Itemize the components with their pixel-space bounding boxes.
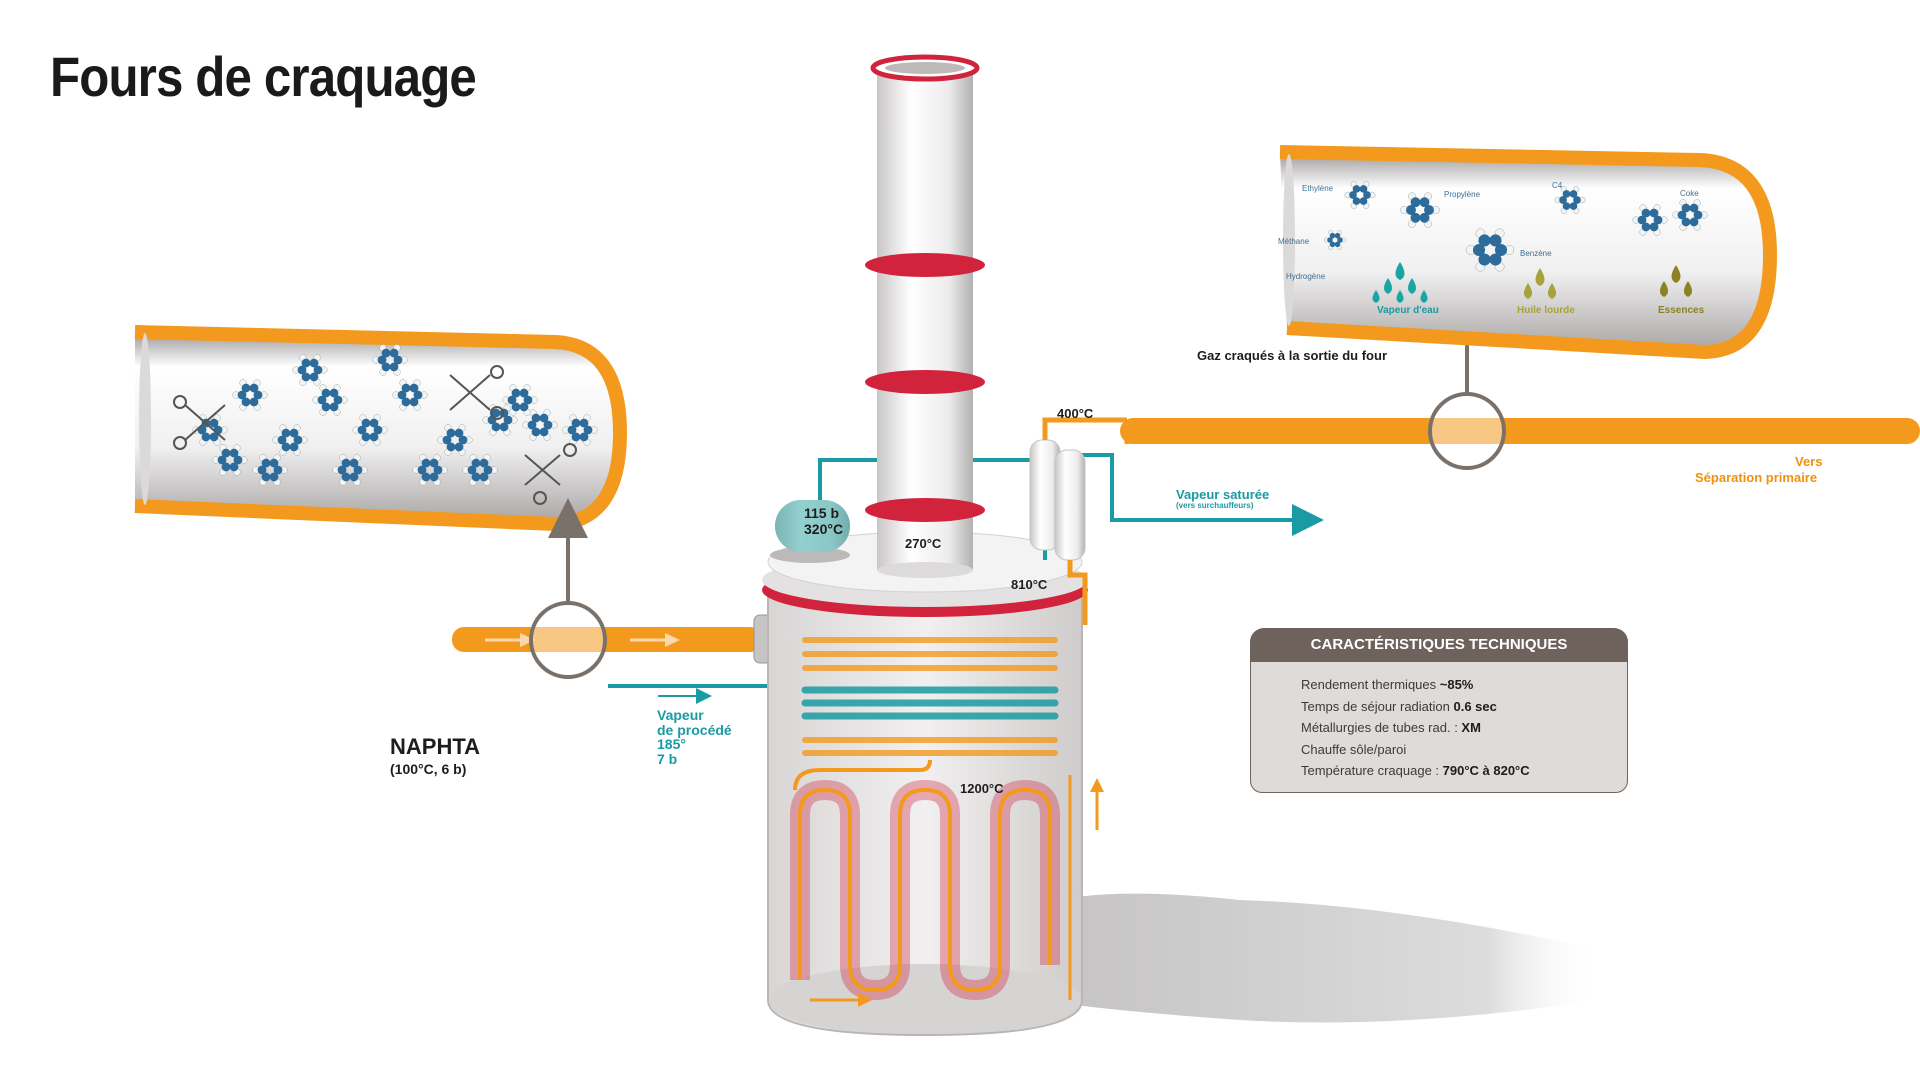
saturated-steam-sub: (vers surchauffeurs) xyxy=(1176,501,1254,510)
product-label: Huile lourde xyxy=(1517,305,1575,316)
molecule-label: Méthane xyxy=(1278,237,1310,246)
cracked-gas-molecules xyxy=(1323,181,1708,272)
molecule-icon xyxy=(522,409,558,441)
molecule-icon xyxy=(502,384,538,416)
molecule-icon xyxy=(1400,192,1440,228)
specs-row: Rendement thermiques ~85% xyxy=(1301,677,1474,692)
molecule-icon xyxy=(1344,181,1376,209)
flow-arrow-head xyxy=(1090,778,1104,792)
specs-row: Température craquage : 790°C à 820°C xyxy=(1301,763,1530,778)
specs-row: Métallurgies de tubes rad. : XM xyxy=(1301,720,1481,735)
drum-pressure: 115 b xyxy=(804,505,840,521)
destination-line1: Vers xyxy=(1795,454,1823,469)
page-title: Fours de craquage xyxy=(50,45,477,108)
process-steam-line1: Vapeur xyxy=(657,707,704,723)
scissors-icon xyxy=(449,365,504,420)
drum-temperature: 320°C xyxy=(804,521,844,537)
naphtha-molecules xyxy=(192,344,598,486)
specs-row: Temps de séjour radiation 0.6 sec xyxy=(1301,698,1497,714)
droplet-icon xyxy=(1660,265,1692,297)
molecule-icon xyxy=(462,454,498,486)
product-label: Essences xyxy=(1658,305,1705,316)
molecule-icon xyxy=(1465,228,1515,272)
transfer-line-exchangers xyxy=(1029,417,1127,625)
molecule-icon xyxy=(232,379,268,411)
radiant-temperature: 1200°C xyxy=(960,781,1004,796)
product-label: Vapeur d'eau xyxy=(1377,305,1439,316)
cracked-gas-caption: Gaz craqués à la sortie du four xyxy=(1197,348,1387,363)
scissors-icon xyxy=(173,395,226,450)
molecule-icon xyxy=(372,344,408,376)
scissors-icon xyxy=(524,443,577,505)
molecule-icon xyxy=(292,354,328,386)
process-steam-line3: 185° xyxy=(657,736,686,753)
molecule-label: C4 xyxy=(1552,181,1563,190)
naphtha-feed-pipe xyxy=(452,614,773,664)
ground-shadow xyxy=(1040,893,1600,1023)
molecule-icon xyxy=(1554,186,1586,214)
cracked-gas-outlet-pipe xyxy=(1120,418,1920,444)
molecule-icon xyxy=(1323,230,1347,250)
molecule-icon xyxy=(437,424,473,456)
molecule-icon xyxy=(272,424,308,456)
saturated-steam-line xyxy=(1075,453,1324,536)
molecule-icon xyxy=(312,384,348,416)
flow-arrow-head xyxy=(858,993,872,1007)
molecule-icon xyxy=(1632,204,1668,236)
chimney xyxy=(865,54,985,578)
molecule-icon xyxy=(1672,199,1708,231)
cracked-gas-magnified-pipe xyxy=(1279,145,1778,360)
molecule-icon xyxy=(332,454,368,486)
stack-temperature: 270°C xyxy=(905,536,942,551)
steam-drum xyxy=(770,500,850,563)
molecule-label: Ethylène xyxy=(1302,184,1334,193)
feed-name: NAPHTA xyxy=(390,734,481,759)
molecule-label: Coke xyxy=(1680,189,1699,198)
transfer-line-temperature: 810°C xyxy=(1011,577,1048,592)
specs-title: CARACTÉRISTIQUES TECHNIQUES xyxy=(1250,628,1628,662)
feed-conditions: (100°C, 6 b) xyxy=(390,761,467,777)
molecule-icon xyxy=(352,414,388,446)
molecule-icon xyxy=(412,454,448,486)
technical-specs-panel: CARACTÉRISTIQUES TECHNIQUES Rendement th… xyxy=(1250,628,1628,794)
saturated-steam-label: Vapeur saturée xyxy=(1176,487,1270,502)
molecule-label: Hydrogène xyxy=(1286,272,1326,281)
outlet-temperature: 400°C xyxy=(1057,406,1094,421)
molecule-icon xyxy=(482,404,518,436)
specs-list: Rendement thermiques ~85% Temps de séjou… xyxy=(1251,662,1627,782)
specs-body: Rendement thermiques ~85% Temps de séjou… xyxy=(1250,662,1628,793)
droplet-icon xyxy=(1372,262,1428,303)
molecule-icon xyxy=(212,444,248,476)
magnifier-icon xyxy=(529,498,607,679)
process-steam-line2: de procédé xyxy=(657,721,732,738)
destination-line2: Séparation primaire xyxy=(1695,470,1818,485)
process-steam-label: Vapeur de procédé 185° 7 b xyxy=(657,708,732,767)
process-steam-line4: 7 b xyxy=(657,751,678,768)
convection-coils xyxy=(801,637,1059,756)
molecule-label: Benzène xyxy=(1520,249,1552,258)
droplet-icon xyxy=(1524,268,1556,299)
molecule-label: Propylène xyxy=(1444,190,1481,199)
specs-row: Chauffe sôle/paroi xyxy=(1301,741,1407,757)
molecule-icon xyxy=(252,454,288,486)
molecule-icon xyxy=(392,379,428,411)
radiant-coils xyxy=(790,759,1060,1000)
molecule-icon xyxy=(562,414,598,446)
